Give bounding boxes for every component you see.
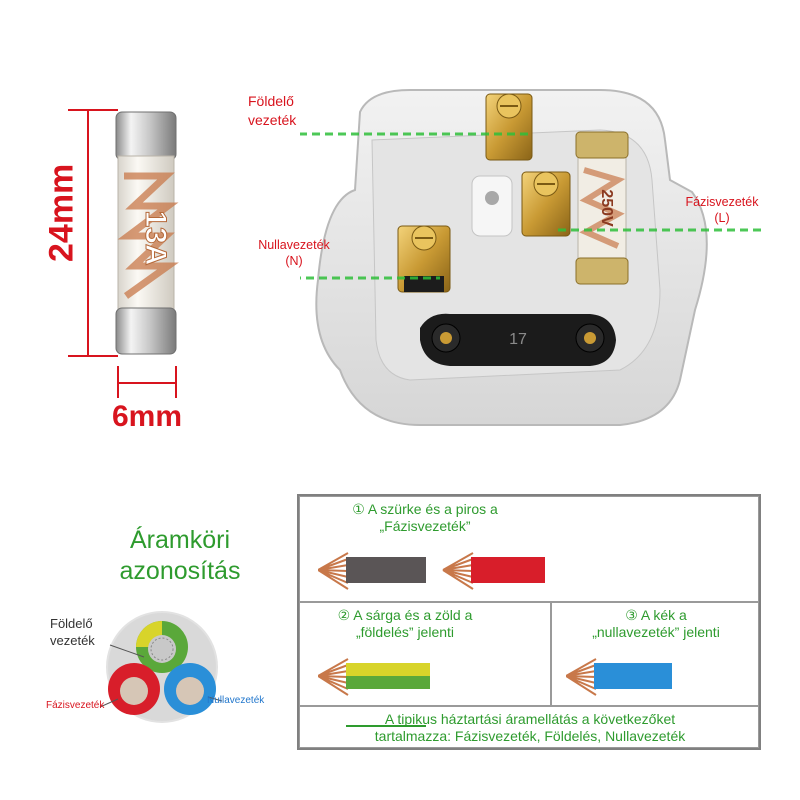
circuit-identification-title: Áramköri azonosítás [95,525,265,587]
table-row-earth: ② A sárga és a zöld a „földelés” jelenti [299,602,551,706]
table-row-neutral: ③ A kék a „nullavezeték” jelenti [551,602,759,706]
row-neutral-line1: ③ A kék a [625,607,687,623]
cable-live-label: Fázisvezeték [46,700,105,711]
fuse-rating-text: 13A [139,210,172,265]
blue-wire [566,658,672,696]
clamp-number: 17 [509,331,527,348]
row-summary-text: A tipikus háztartási áramellátás a követ… [300,711,760,745]
neutral-wire-callout-line1: Nullavezeték [258,238,330,252]
grey-wire [318,552,426,590]
row-neutral-line2: „nullavezeték” jelenti [592,624,720,640]
cable-clamp: 17 [420,313,616,366]
yellow-green-wire [318,658,430,696]
earth-core [136,621,188,673]
cable-earth-label-line1: Földelő [50,616,93,631]
fuse-cartridge: 13A [115,111,179,355]
title-line1: Áramköri [129,526,230,554]
row-neutral-text: ③ A kék a „nullavezeték” jelenti [552,607,760,641]
neutral-wire-callout-line2: (N) [285,254,303,268]
row-summary-line1: A tipikus háztartási áramellátás a követ… [384,711,676,727]
fuse-length-label: 24mm [42,163,81,262]
fuse-illustration: 13A [68,109,179,398]
neutral-wire-callout: Nullavezeték (N) [244,237,344,269]
row-earth-text: ② A sárga és a zöld a „földelés” jelenti [300,607,510,641]
neutral-terminal [397,225,451,293]
row-earth-line1: ② A sárga és a zöld a [337,607,473,623]
live-terminal [521,171,571,237]
earth-wire-callout-line1: Földelő [248,93,294,109]
live-wire-callout-line2: (L) [714,211,730,225]
plug-fuse-text: 250V [598,189,615,227]
row-earth-line2: „földelés” jelenti [355,624,455,640]
fuse-width-dimension [117,366,177,398]
fuse-length-dimension [68,109,118,357]
row-live-text: ① A szürke és a piros a „Fázisvezeték” [300,501,550,535]
earth-terminal [485,93,533,161]
cable-earth-label-line2: vezeték [50,633,95,648]
row-live-line1: ① A szürke és a piros a [352,501,498,517]
table-row-live: ① A szürke és a piros a „Fázisvezeték” [299,496,759,602]
title-line2: azonosítás [119,557,241,585]
plug-leader-lines [300,132,766,280]
neutral-core [164,663,216,715]
cable-cross-section [99,611,223,723]
row-summary-line2: tartalmazza: Fázisvezeték, Földelés, Nul… [374,728,686,744]
plug-fuse: 250V [575,131,629,285]
plug-interior-photo: 250V 17 [300,89,766,426]
summary-underline [346,725,426,727]
live-core [108,663,160,715]
earth-wire-callout: Földelő vezeték [248,92,338,130]
fuse-width-label: 6mm [112,400,183,433]
table-row-summary: A tipikus háztartási áramellátás a követ… [299,706,759,748]
grey-and-red-wires [318,552,545,590]
row-live-line2: „Fázisvezeték” [379,518,471,534]
live-wire-callout-line1: Fázisvezeték [685,195,759,209]
live-wire-callout: Fázisvezeték (L) [672,194,772,226]
red-wire [442,552,545,590]
wire-color-table: ① A szürke és a piros a „Fázisvezeték” ②… [297,494,761,750]
cable-earth-label: Földelő vezeték [50,615,95,649]
cable-neutral-label: Nullavezeték [207,695,265,706]
earth-wire-callout-line2: vezeték [248,112,297,128]
